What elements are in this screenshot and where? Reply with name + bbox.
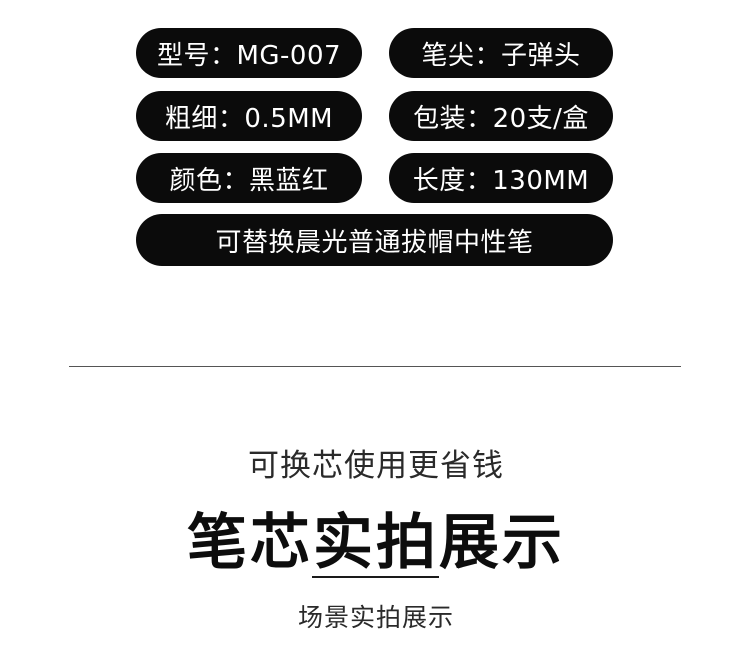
spec-thickness-text: 粗细：0.5MM [164,103,334,134]
spec-pill-tip: 笔尖：子弹头 [389,28,613,78]
section-title: 笔芯实拍展示 [187,508,565,578]
spec-packaging-text: 包装：20支/盒 [413,103,589,134]
spec-pill-length: 长度：130MM [389,153,613,203]
spec-pill-model: 型号：MG-007 [136,28,362,78]
spec-model-text: 型号：MG-007 [156,40,342,71]
spec-tip-text: 笔尖：子弹头 [421,40,581,71]
section-caption: 场景实拍展示 [297,603,454,632]
spec-pill-compatibility: 可替换晨光普通拔帽中性笔 [136,214,613,266]
spec-pill-thickness: 粗细：0.5MM [136,91,362,141]
spec-color-text: 颜色：黑蓝红 [169,165,329,196]
title-underline [312,576,439,578]
spec-length-text: 长度：130MM [412,165,590,196]
spec-pill-color: 颜色：黑蓝红 [136,153,362,203]
section-subtitle: 可换芯使用更省钱 [248,448,504,484]
spec-compatibility-text: 可替换晨光普通拔帽中性笔 [215,227,534,258]
section-divider [69,366,681,367]
spec-pill-packaging: 包装：20支/盒 [389,91,613,141]
